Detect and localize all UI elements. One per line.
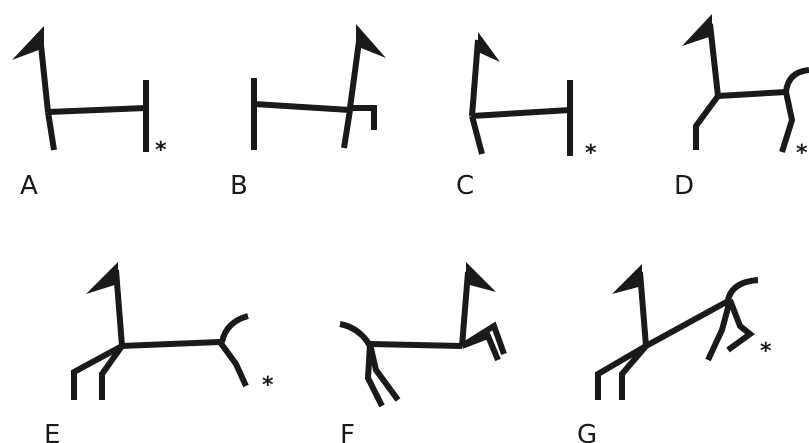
- figure-d-hind-leg: [779, 91, 796, 153]
- figure-c-front-leg: [469, 115, 485, 155]
- figure-e: E *: [44, 262, 274, 443]
- figure-f: F: [339, 262, 507, 443]
- figure-f-hind-leg-2: [367, 343, 401, 402]
- figure-b-label: B: [230, 171, 248, 201]
- figure-b-hind-leg: [341, 109, 353, 149]
- figure-f-head: [466, 262, 496, 292]
- figure-b-neck: [347, 33, 363, 109]
- figure-d-neck: [707, 23, 721, 97]
- figure-e-front-leg-2: [99, 344, 125, 400]
- figure-c-body: [471, 107, 571, 119]
- figure-e-hind-leg: [217, 340, 249, 388]
- figure-a-front-leg: [45, 111, 57, 151]
- figure-f-body: [369, 341, 463, 349]
- figure-c-marker: *: [585, 141, 597, 166]
- figure-e-head: [86, 262, 118, 294]
- figure-g-marker: *: [760, 339, 772, 364]
- figure-b-body: [253, 101, 351, 113]
- figure-a-body: [47, 105, 147, 115]
- figure-a-label: A: [20, 171, 38, 201]
- figure-g-front-leg-1: [595, 343, 648, 400]
- figure-e-front-leg-1: [71, 343, 124, 400]
- figure-d-front-leg: [693, 94, 721, 150]
- figure-e-body: [121, 339, 221, 349]
- figure-g-hind-leg-1: [705, 299, 733, 362]
- figure-e-tail: [219, 313, 249, 343]
- figure-g-front-leg-2: [619, 344, 649, 400]
- figure-e-marker: *: [262, 373, 274, 398]
- figure-d-marker: *: [796, 141, 808, 166]
- figure-f-tail: [339, 321, 373, 348]
- figure-e-label: E: [44, 420, 60, 443]
- figure-g-hind-leg-2: [726, 298, 755, 353]
- figure-g-neck: [637, 271, 649, 347]
- figure-a-marker: *: [155, 138, 167, 163]
- figure-g-body: [644, 297, 732, 349]
- figure-a-neck: [37, 35, 51, 113]
- figure-g: G *: [577, 264, 772, 443]
- figure-b-head: [356, 24, 386, 58]
- figure-e-neck: [113, 269, 125, 347]
- figure-c: C *: [456, 32, 597, 201]
- figure-c-label: C: [456, 171, 474, 201]
- figure-d-label: D: [674, 171, 694, 201]
- figure-a: A *: [12, 26, 167, 201]
- figure-f-hind-leg-1: [364, 343, 385, 408]
- figure-b-tail: [350, 105, 377, 130]
- figure-g-label: G: [577, 420, 597, 443]
- figure-d: D *: [674, 14, 809, 201]
- figure-c-head: [478, 32, 500, 62]
- figure-f-front-leg-2: [460, 332, 501, 362]
- figure-d-body: [717, 89, 787, 99]
- figure-b: B: [230, 24, 386, 201]
- figure-d-tail: [783, 67, 809, 93]
- figure-c-neck: [469, 39, 481, 117]
- figure-g-head: [612, 264, 642, 294]
- figure-d-head: [682, 14, 712, 46]
- figure-a-head: [12, 26, 44, 60]
- figure-f-neck: [459, 271, 471, 347]
- figure-g-tail: [725, 277, 759, 301]
- figure-f-label: F: [340, 420, 355, 443]
